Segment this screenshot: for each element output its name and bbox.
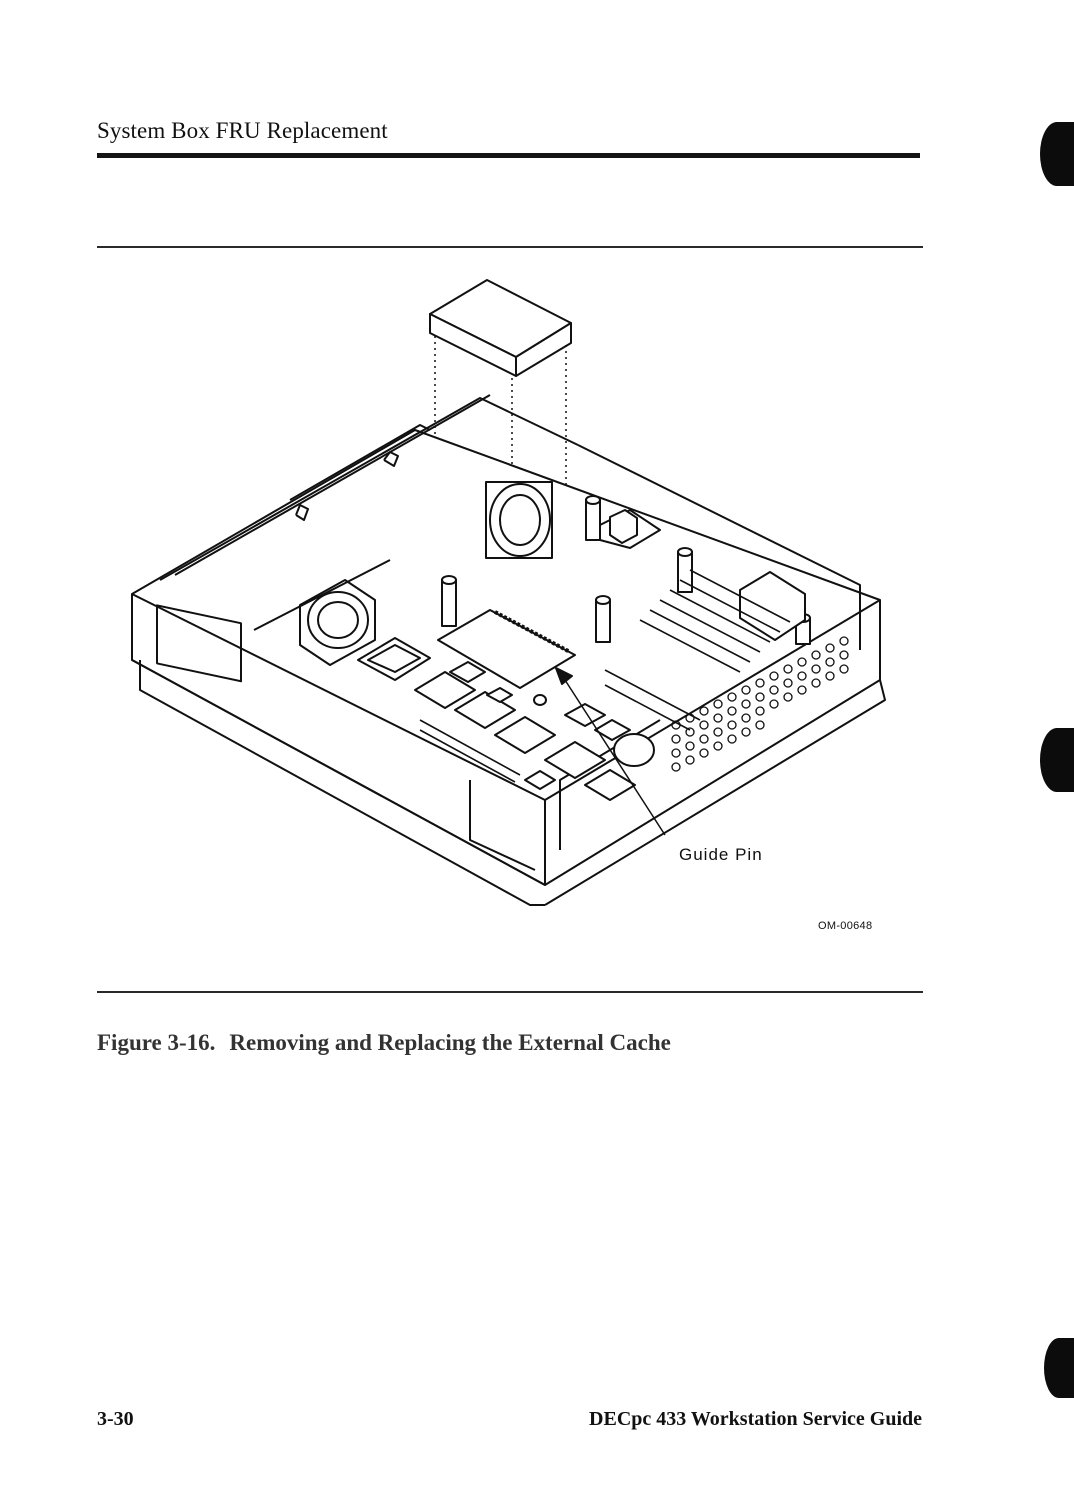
figure-id: OM-00648 (818, 920, 872, 932)
guide-pin-label: Guide Pin (679, 845, 763, 865)
edge-tab-mark (1040, 728, 1074, 792)
book-title: DECpc 433 Workstation Service Guide (589, 1408, 922, 1431)
figure-number: Figure 3-16. (97, 1030, 215, 1055)
cache-module (430, 280, 571, 376)
edge-tab-mark (1044, 1338, 1074, 1398)
figure-bottom-rule (97, 991, 923, 993)
figure-caption: Figure 3-16. Removing and Replacing the E… (97, 1030, 671, 1056)
figure-top-rule (97, 246, 923, 248)
figure-title: Removing and Replacing the External Cach… (229, 1030, 670, 1055)
header-rule (97, 153, 920, 158)
edge-tab-mark (1040, 122, 1074, 186)
external-cache-illustration (120, 270, 900, 910)
running-head: System Box FRU Replacement (97, 118, 388, 144)
page-number: 3-30 (97, 1408, 134, 1431)
